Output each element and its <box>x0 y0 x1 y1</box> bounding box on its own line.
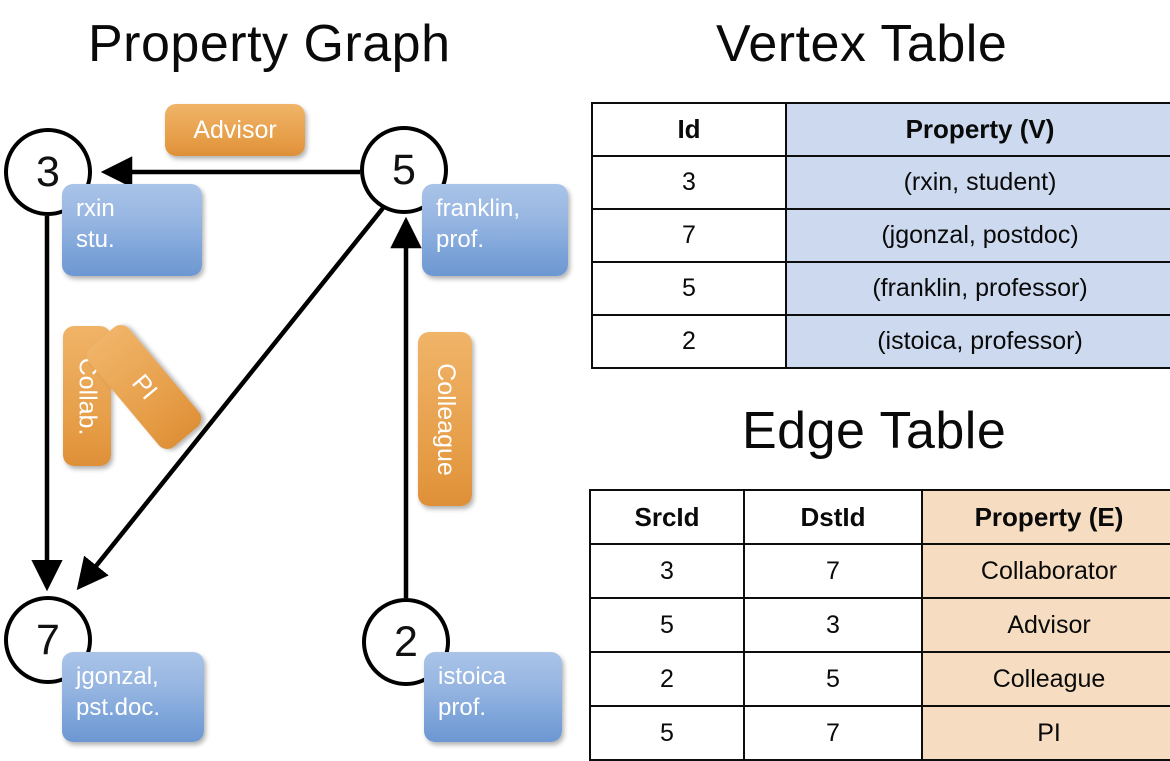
node-property-line2: prof. <box>436 225 485 253</box>
column-header-srcid: SrcId <box>589 489 745 545</box>
node-property-line2: prof. <box>438 693 487 721</box>
node-property-box-3: rxin stu. <box>62 184 202 276</box>
table-row: 2 5 Colleague <box>589 651 1170 707</box>
column-header-property: Property (E) <box>921 489 1170 545</box>
cell-property: PI <box>921 705 1170 761</box>
property-graph-diagram: 3 5 7 2 rxin stu. franklin, prof. jgonza… <box>0 90 585 760</box>
table-row: 5 (franklin, professor) <box>591 261 1170 316</box>
cell-id: 2 <box>591 314 787 369</box>
cell-property: (rxin, student) <box>785 155 1170 210</box>
cell-dstid: 5 <box>743 651 923 707</box>
node-property-line1: jgonzal, <box>76 663 159 690</box>
node-property-box-7: jgonzal, pst.doc. <box>62 652 204 742</box>
edge-label-text: Colleague <box>431 362 460 476</box>
table-row: 2 (istoica, professor) <box>591 314 1170 369</box>
cell-dstid: 7 <box>743 705 923 761</box>
column-header-id: Id <box>591 102 787 157</box>
cell-property: (jgonzal, postdoc) <box>785 208 1170 263</box>
table-row: 5 7 PI <box>589 705 1170 761</box>
cell-id: 7 <box>591 208 787 263</box>
cell-srcid: 5 <box>589 597 745 653</box>
cell-srcid: 5 <box>589 705 745 761</box>
table-header-row: Id Property (V) <box>591 102 1170 157</box>
graph-edges-svg <box>31 156 422 598</box>
table-row: 3 7 Collaborator <box>589 543 1170 599</box>
cell-property: Advisor <box>921 597 1170 653</box>
cell-dstid: 7 <box>743 543 923 599</box>
table-header-row: SrcId DstId Property (E) <box>589 489 1170 545</box>
page-title-vertex-table: Vertex Table <box>716 15 1008 73</box>
page-title-property-graph: Property Graph <box>88 15 451 73</box>
node-property-box-2: istoica prof. <box>424 652 562 742</box>
table-row: 7 (jgonzal, postdoc) <box>591 208 1170 263</box>
cell-property: (franklin, professor) <box>785 261 1170 316</box>
graph-node-3[interactable]: 3 <box>4 128 92 216</box>
vertex-table: Id Property (V) 3 (rxin, student) 7 (jgo… <box>591 102 1170 369</box>
node-property-line1: istoica <box>438 663 507 690</box>
edge-label-colleague: Colleague <box>418 332 472 506</box>
edge-label-text: PI <box>126 368 163 405</box>
cell-dstid: 3 <box>743 597 923 653</box>
cell-id: 3 <box>591 155 787 210</box>
cell-srcid: 2 <box>589 651 745 707</box>
node-property-line2: pst.doc. <box>76 693 161 721</box>
cell-srcid: 3 <box>589 543 745 599</box>
cell-property: (istoica, professor) <box>785 314 1170 369</box>
column-header-property: Property (V) <box>785 102 1170 157</box>
edge-table: SrcId DstId Property (E) 3 7 Collaborato… <box>589 489 1170 761</box>
cell-property: Collaborator <box>921 543 1170 599</box>
cell-property: Colleague <box>921 651 1170 707</box>
edge-label-text: Advisor <box>193 115 277 144</box>
column-header-dstid: DstId <box>743 489 923 545</box>
table-row: 3 (rxin, student) <box>591 155 1170 210</box>
table-row: 5 3 Advisor <box>589 597 1170 653</box>
page-title-edge-table: Edge Table <box>742 402 1007 460</box>
node-property-line1: franklin, <box>436 195 521 222</box>
edge-arrow-5-to-7 <box>76 206 385 591</box>
node-property-line1: rxin <box>76 195 115 222</box>
edge-label-advisor: Advisor <box>165 104 305 156</box>
cell-id: 5 <box>591 261 787 316</box>
node-property-box-5: franklin, prof. <box>422 184 568 276</box>
node-property-line2: stu. <box>76 225 115 253</box>
